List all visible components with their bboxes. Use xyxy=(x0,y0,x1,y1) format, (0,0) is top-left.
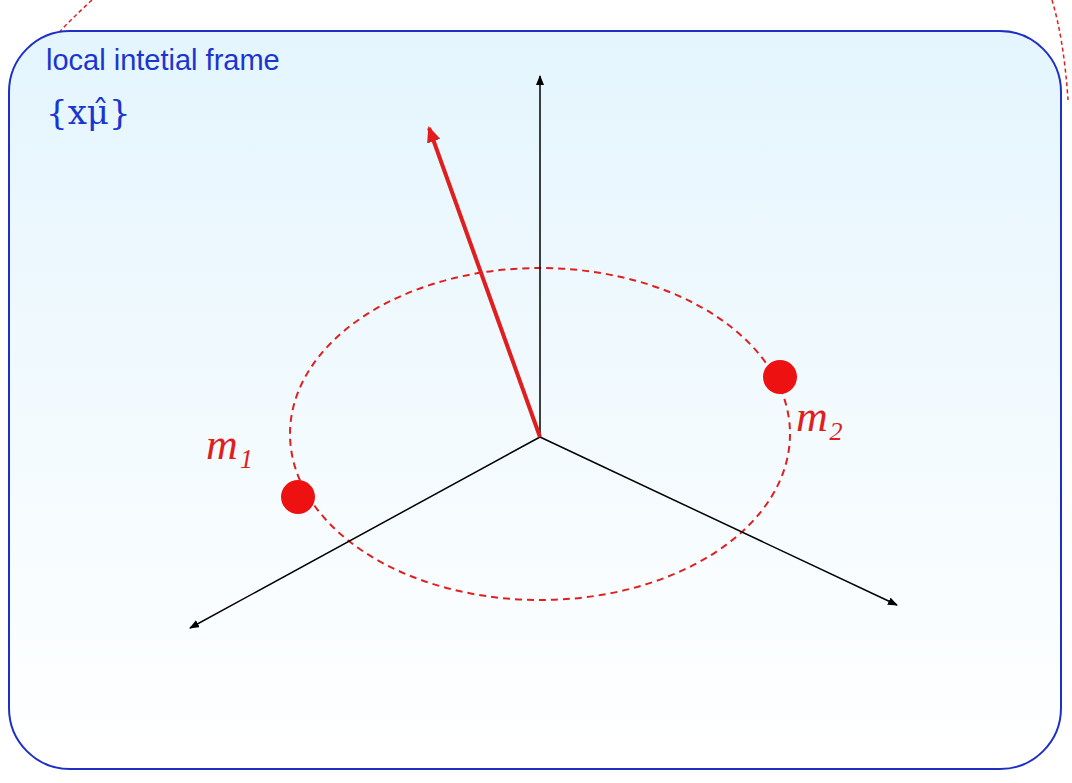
frame-panel: local intetial frame {xμ̂} m₁ m₂ xyxy=(8,30,1062,770)
coordinate-symbol: {xμ̂} xyxy=(46,90,131,134)
axis xyxy=(539,76,541,437)
mass-dot xyxy=(763,360,797,394)
mass-label: m₁ xyxy=(206,420,253,470)
mass-label: m₂ xyxy=(796,392,843,442)
spin-vector xyxy=(429,128,540,437)
frame-title: local intetial frame xyxy=(46,42,280,78)
axis xyxy=(540,437,897,605)
mass-dot xyxy=(281,480,315,514)
